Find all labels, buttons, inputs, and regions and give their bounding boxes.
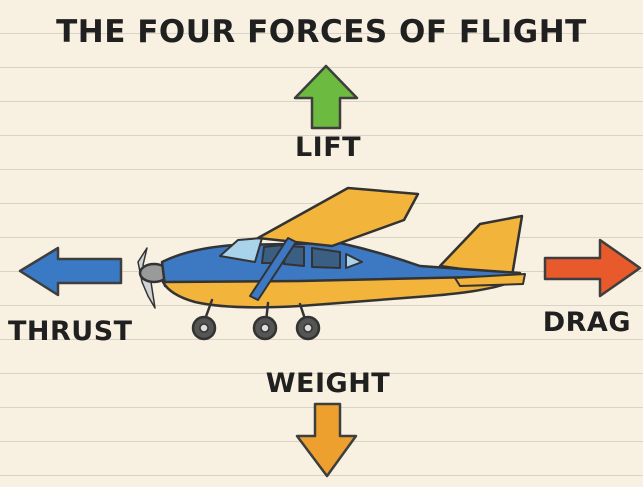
front-wheel-hub (199, 323, 209, 333)
mid-wheel-hub (260, 323, 270, 333)
thrust-arrow (18, 246, 123, 297)
cabin-window-back (345, 253, 363, 269)
drag-label: DRAG (542, 307, 631, 338)
weight-label: WEIGHT (265, 368, 391, 399)
thrust-label: THRUST (8, 316, 133, 347)
wing (256, 186, 420, 248)
drag-arrow (543, 238, 642, 298)
lift-arrow (293, 64, 359, 130)
wing-strut (249, 237, 297, 301)
tail-fin (438, 214, 524, 278)
rear-wheel-hub (303, 323, 313, 333)
horizontal-stabilizer (454, 273, 526, 287)
cabin-window-rear (311, 247, 341, 269)
airplane (137, 186, 526, 341)
weight-arrow (295, 402, 358, 478)
diagram-title: THE FOUR FORCES OF FLIGHT (56, 14, 587, 50)
lift-label: LIFT (294, 132, 362, 163)
